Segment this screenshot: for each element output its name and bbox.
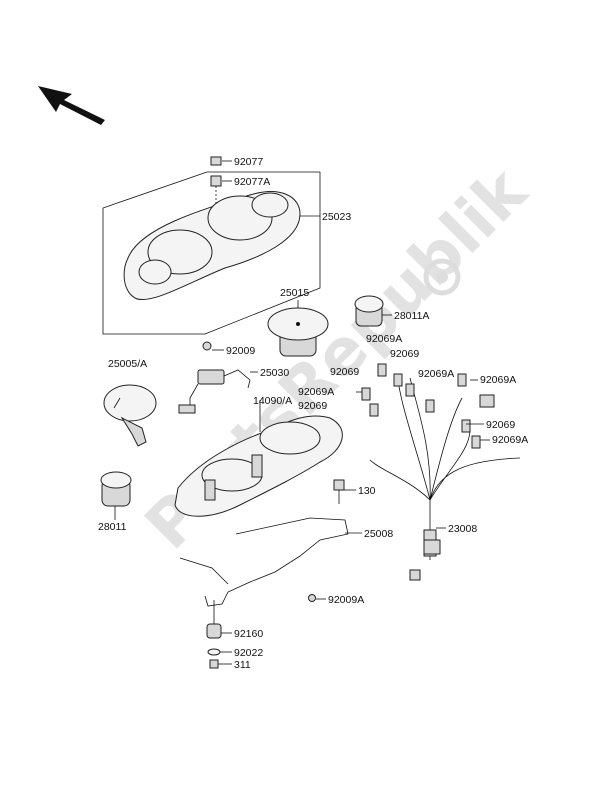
gauge-25005a [103,384,157,447]
label-92069a-h: 92069A [492,434,528,446]
label-92160: 92160 [234,628,263,640]
label-311: 311 [234,659,251,671]
harness-23008 [369,377,521,581]
gear-logo-icon [423,258,461,296]
bolt-130 [333,479,345,504]
label-92069a-d: 92069A [480,374,516,386]
screw-92009 [202,341,212,351]
label-130: 130 [358,485,376,497]
screw-92077 [210,156,222,166]
leader-lines [113,160,490,665]
washer-92022 [207,648,221,656]
label-92077: 92077 [234,156,263,168]
grommet-92160 [206,623,222,639]
label-92069-b: 92069 [330,366,359,378]
label-25008: 25008 [364,528,393,540]
label-92009a: 92009A [328,594,364,606]
label-25015: 25015 [280,287,309,299]
label-92069a-top: 92069A [366,333,402,345]
label-92069-a: 92069 [390,348,419,360]
socket-group [361,363,481,449]
nut-311 [209,659,219,669]
label-28011a: 28011A [394,310,429,322]
label-23008: 23008 [448,523,477,535]
label-92069a-c: 92069A [418,368,454,380]
label-25023: 25023 [322,211,351,223]
label-25030: 25030 [260,367,289,379]
lamp-28011a [354,295,384,327]
meter-case-14090a [174,415,343,517]
part-labels: 92077 92077A 25023 25015 28011A 92069A 9… [98,156,528,671]
circuit-25030 [178,369,251,414]
label-14090a: 14090/A [253,395,292,407]
label-92022: 92022 [234,647,263,659]
label-92009: 92009 [226,345,255,357]
screw-92009a [308,594,316,602]
lamp-28011 [100,471,132,507]
label-92069-f: 92069 [298,400,327,412]
meter-cover-outline [102,171,321,335]
meter-cover-25023 [123,191,301,300]
label-92077a: 92077A [234,176,270,188]
label-92069a-e: 92069A [298,386,334,398]
front-direction-arrow-icon [38,86,105,125]
bracket-25008 [179,517,349,607]
label-92069-g: 92069 [486,419,515,431]
label-25005a: 25005/A [108,358,147,370]
label-28011: 28011 [98,521,127,533]
